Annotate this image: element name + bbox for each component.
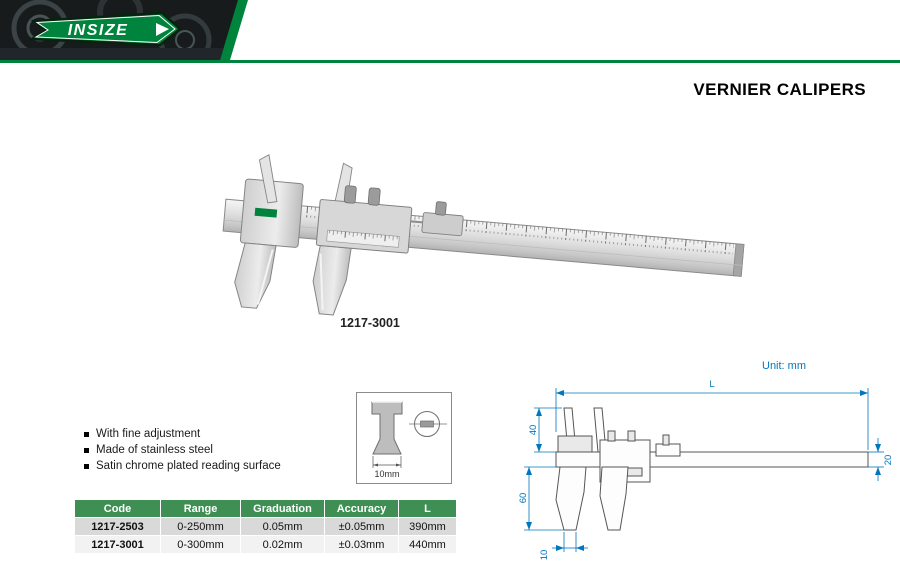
caliper-main-scale bbox=[304, 206, 734, 255]
dim-label-20: 20 bbox=[883, 455, 892, 466]
dim-label-L: L bbox=[709, 379, 714, 390]
insize-mark bbox=[254, 207, 278, 218]
insize-logo: INSIZE bbox=[28, 10, 184, 50]
caliper-dimension-drawing: L 40 20 60 10 bbox=[518, 379, 892, 561]
cell-l: 440mm bbox=[398, 535, 457, 554]
spec-table-header-row: Code Range Graduation Accuracy L bbox=[74, 499, 457, 518]
section-circle bbox=[414, 411, 440, 437]
column-header-range: Range bbox=[160, 499, 241, 518]
cell-range: 0-250mm bbox=[160, 517, 241, 536]
table-row: 1217-2503 0-250mm 0.05mm ±0.05mm 390mm bbox=[74, 517, 457, 536]
column-header-l: L bbox=[398, 499, 457, 518]
dim-label-10: 10 bbox=[539, 550, 550, 561]
cell-graduation: 0.05mm bbox=[240, 517, 325, 536]
header-green-rule bbox=[0, 60, 900, 63]
cell-code: 1217-3001 bbox=[74, 535, 161, 554]
clamp-screw bbox=[343, 185, 357, 204]
cell-graduation: 0.02mm bbox=[240, 535, 325, 554]
feature-text: Satin chrome plated reading surface bbox=[96, 460, 281, 472]
thumb-screw bbox=[367, 187, 381, 206]
dim-label-60: 60 bbox=[518, 493, 529, 504]
cell-accuracy: ±0.03mm bbox=[324, 535, 399, 554]
jaw-section-view: 10mm bbox=[356, 392, 452, 484]
insize-logo-text: INSIZE bbox=[68, 22, 129, 39]
fine-adjustment-screw bbox=[435, 201, 447, 216]
drawing-fixed-lower-jaw bbox=[555, 466, 587, 531]
drawing-head bbox=[557, 435, 593, 453]
logo-arrow-icon bbox=[156, 23, 169, 36]
feature-list: With fine adjustment Made of stainless s… bbox=[84, 428, 281, 476]
unit-note: Unit: mm bbox=[762, 360, 806, 372]
feature-text: With fine adjustment bbox=[96, 428, 201, 440]
drawing-fine-adjustment bbox=[655, 443, 681, 457]
section-dimension-label: 10mm bbox=[374, 469, 399, 479]
column-header-graduation: Graduation bbox=[240, 499, 325, 518]
drawing-fine-screw bbox=[662, 434, 670, 446]
column-header-accuracy: Accuracy bbox=[324, 499, 399, 518]
drawing-movable-lower-jaw bbox=[599, 466, 629, 531]
feature-item: Made of stainless steel bbox=[84, 444, 281, 456]
feature-item: Satin chrome plated reading surface bbox=[84, 460, 281, 472]
drawing-clamp-screw bbox=[607, 430, 616, 442]
table-row: 1217-3001 0-300mm 0.02mm ±0.03mm 440mm bbox=[74, 535, 457, 554]
machinery-photo: INSIZE bbox=[0, 0, 238, 60]
square-bullet-icon bbox=[84, 431, 89, 437]
page-title: VERNIER CALIPERS bbox=[693, 80, 866, 99]
fixed-lower-jaw bbox=[234, 242, 277, 309]
feature-item: With fine adjustment bbox=[84, 428, 281, 440]
product-code-label: 1217-3001 bbox=[340, 316, 400, 330]
square-bullet-icon bbox=[84, 447, 89, 453]
jaw-cross-section bbox=[371, 401, 403, 455]
fixed-upper-jaw bbox=[258, 154, 278, 204]
column-header-code: Code bbox=[74, 499, 161, 518]
feature-text: Made of stainless steel bbox=[96, 444, 213, 456]
cell-accuracy: ±0.05mm bbox=[324, 517, 399, 536]
caliper-product-image bbox=[222, 154, 745, 316]
jaw-section-drawing: 10mm bbox=[371, 401, 447, 479]
square-bullet-icon bbox=[84, 463, 89, 469]
cell-range: 0-300mm bbox=[160, 535, 241, 554]
cell-code: 1217-2503 bbox=[74, 517, 161, 536]
dim-label-40: 40 bbox=[528, 425, 539, 436]
drawing-thumb-screw bbox=[627, 430, 636, 442]
spec-table: Code Range Graduation Accuracy L 1217-25… bbox=[74, 499, 457, 554]
section-blade bbox=[420, 420, 434, 428]
cell-l: 390mm bbox=[398, 517, 457, 536]
fine-adjustment-unit bbox=[421, 212, 464, 237]
movable-lower-jaw bbox=[312, 245, 352, 316]
